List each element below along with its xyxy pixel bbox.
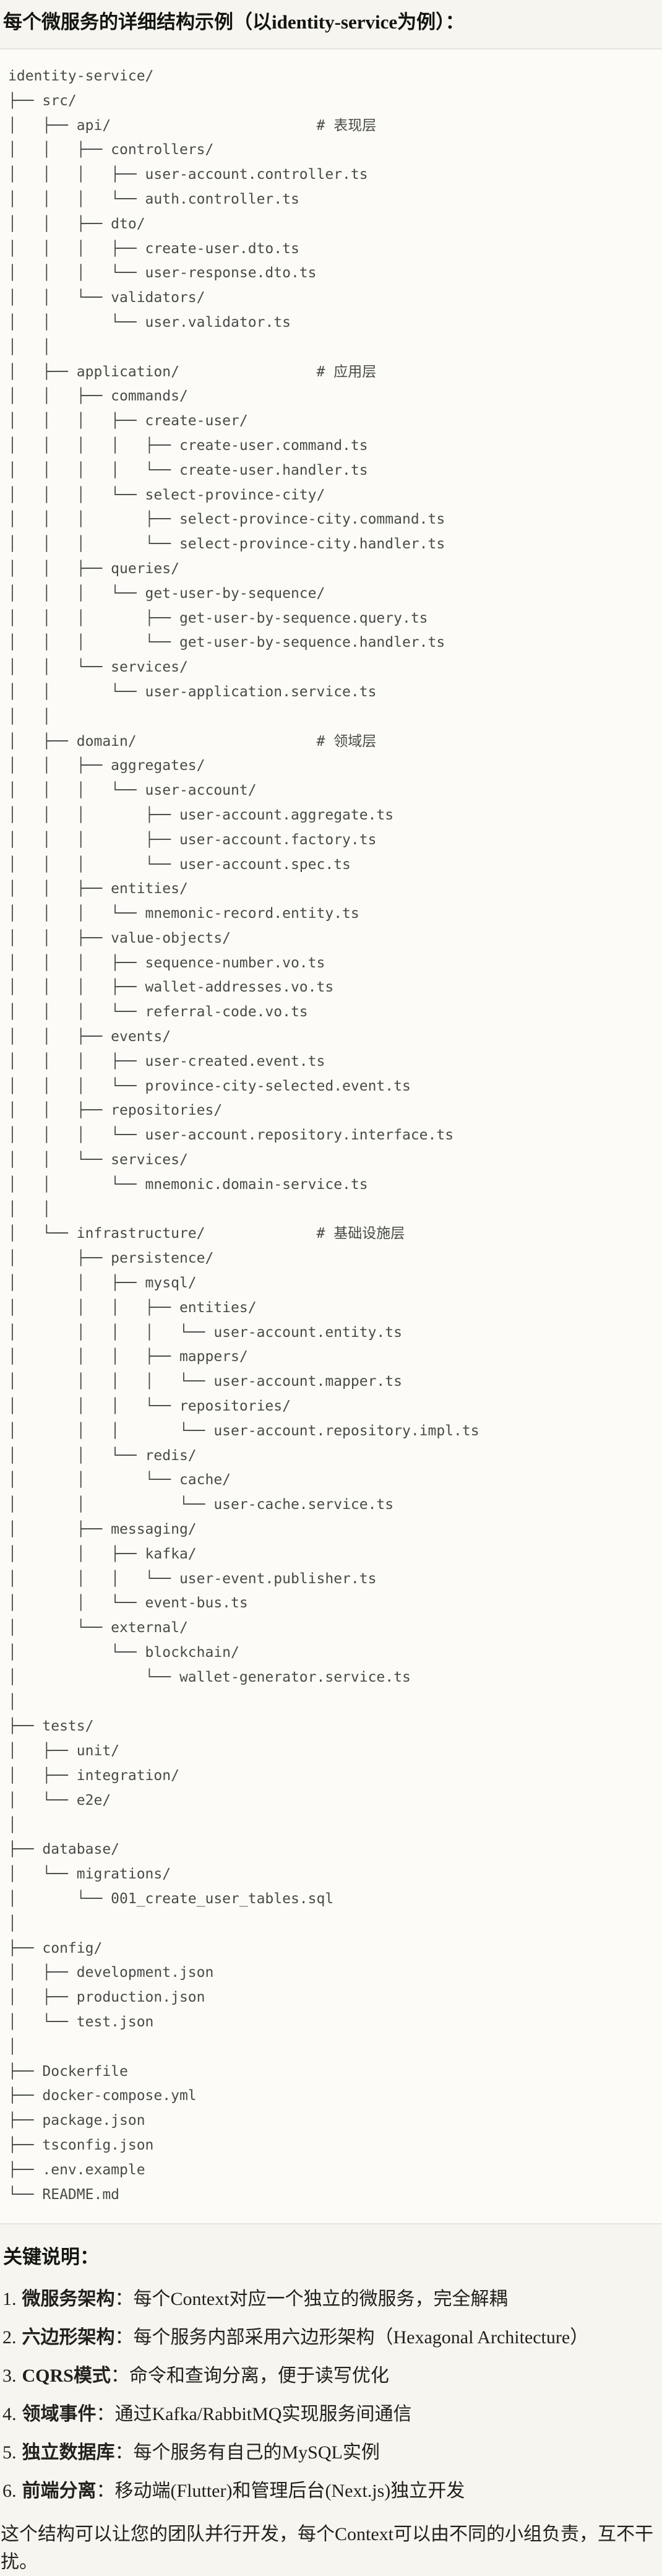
note-number: 1. [2, 2289, 17, 2310]
note-label: 六边形架构 [22, 2327, 115, 2348]
note-desc: ：每个服务有自己的MySQL实例 [114, 2442, 380, 2463]
note-text: 独立数据库：每个服务有自己的MySQL实例 [22, 2439, 380, 2466]
notes-heading: 关键说明： [3, 2246, 99, 2268]
note-text: 前端分离：移动端(Flutter)和管理后台(Next.js)独立开发 [22, 2477, 465, 2505]
note-number: 2. [2, 2327, 17, 2348]
note-label: CQRS模式 [22, 2366, 111, 2387]
note-desc: ：命令和查询分离，便于读写优化 [110, 2366, 389, 2387]
note-number: 5. [2, 2442, 17, 2463]
note-item: 2.六边形架构：每个服务内部采用六边形架构（Hexagonal Architec… [2, 2323, 658, 2351]
note-number: 4. [2, 2404, 17, 2425]
note-text: CQRS模式：命令和查询分离，便于读写优化 [22, 2362, 389, 2390]
note-desc: ：每个Context对应一个独立的微服务，完全解耦 [114, 2289, 508, 2310]
note-item: 4.领域事件：通过Kafka/RabbitMQ实现服务间通信 [2, 2400, 658, 2428]
note-number: 3. [2, 2366, 17, 2387]
note-item: 6.前端分离：移动端(Flutter)和管理后台(Next.js)独立开发 [2, 2477, 658, 2505]
note-item: 1.微服务架构：每个Context对应一个独立的微服务，完全解耦 [2, 2285, 658, 2313]
note-desc: ：通过Kafka/RabbitMQ实现服务间通信 [96, 2404, 412, 2425]
note-text: 微服务架构：每个Context对应一个独立的微服务，完全解耦 [22, 2285, 508, 2313]
note-item: 3.CQRS模式：命令和查询分离，便于读写优化 [2, 2362, 658, 2390]
note-item: 5.独立数据库：每个服务有自己的MySQL实例 [2, 2439, 658, 2466]
note-label: 微服务架构 [22, 2289, 115, 2310]
note-label: 独立数据库 [22, 2442, 115, 2463]
closing-paragraph: 这个结构可以让您的团队并行开发，每个Context可以由不同的小组负责，互不干扰… [1, 2524, 653, 2573]
note-label: 前端分离 [22, 2481, 97, 2502]
note-text: 六边形架构：每个服务内部采用六边形架构（Hexagonal Architectu… [22, 2323, 589, 2351]
directory-tree: identity-service/ ├── src/ │ ├── api/ # … [8, 68, 479, 2203]
page-title: 每个微服务的详细结构示例（以identity-service为例）： [3, 11, 465, 33]
note-number: 6. [2, 2481, 17, 2502]
note-desc: ：移动端(Flutter)和管理后台(Next.js)独立开发 [96, 2481, 465, 2502]
code-block: identity-service/ ├── src/ │ ├── api/ # … [0, 48, 662, 2225]
note-desc: ：每个服务内部采用六边形架构（Hexagonal Architecture） [114, 2327, 589, 2348]
note-text: 领域事件：通过Kafka/RabbitMQ实现服务间通信 [22, 2400, 412, 2428]
note-label: 领域事件 [22, 2404, 97, 2425]
